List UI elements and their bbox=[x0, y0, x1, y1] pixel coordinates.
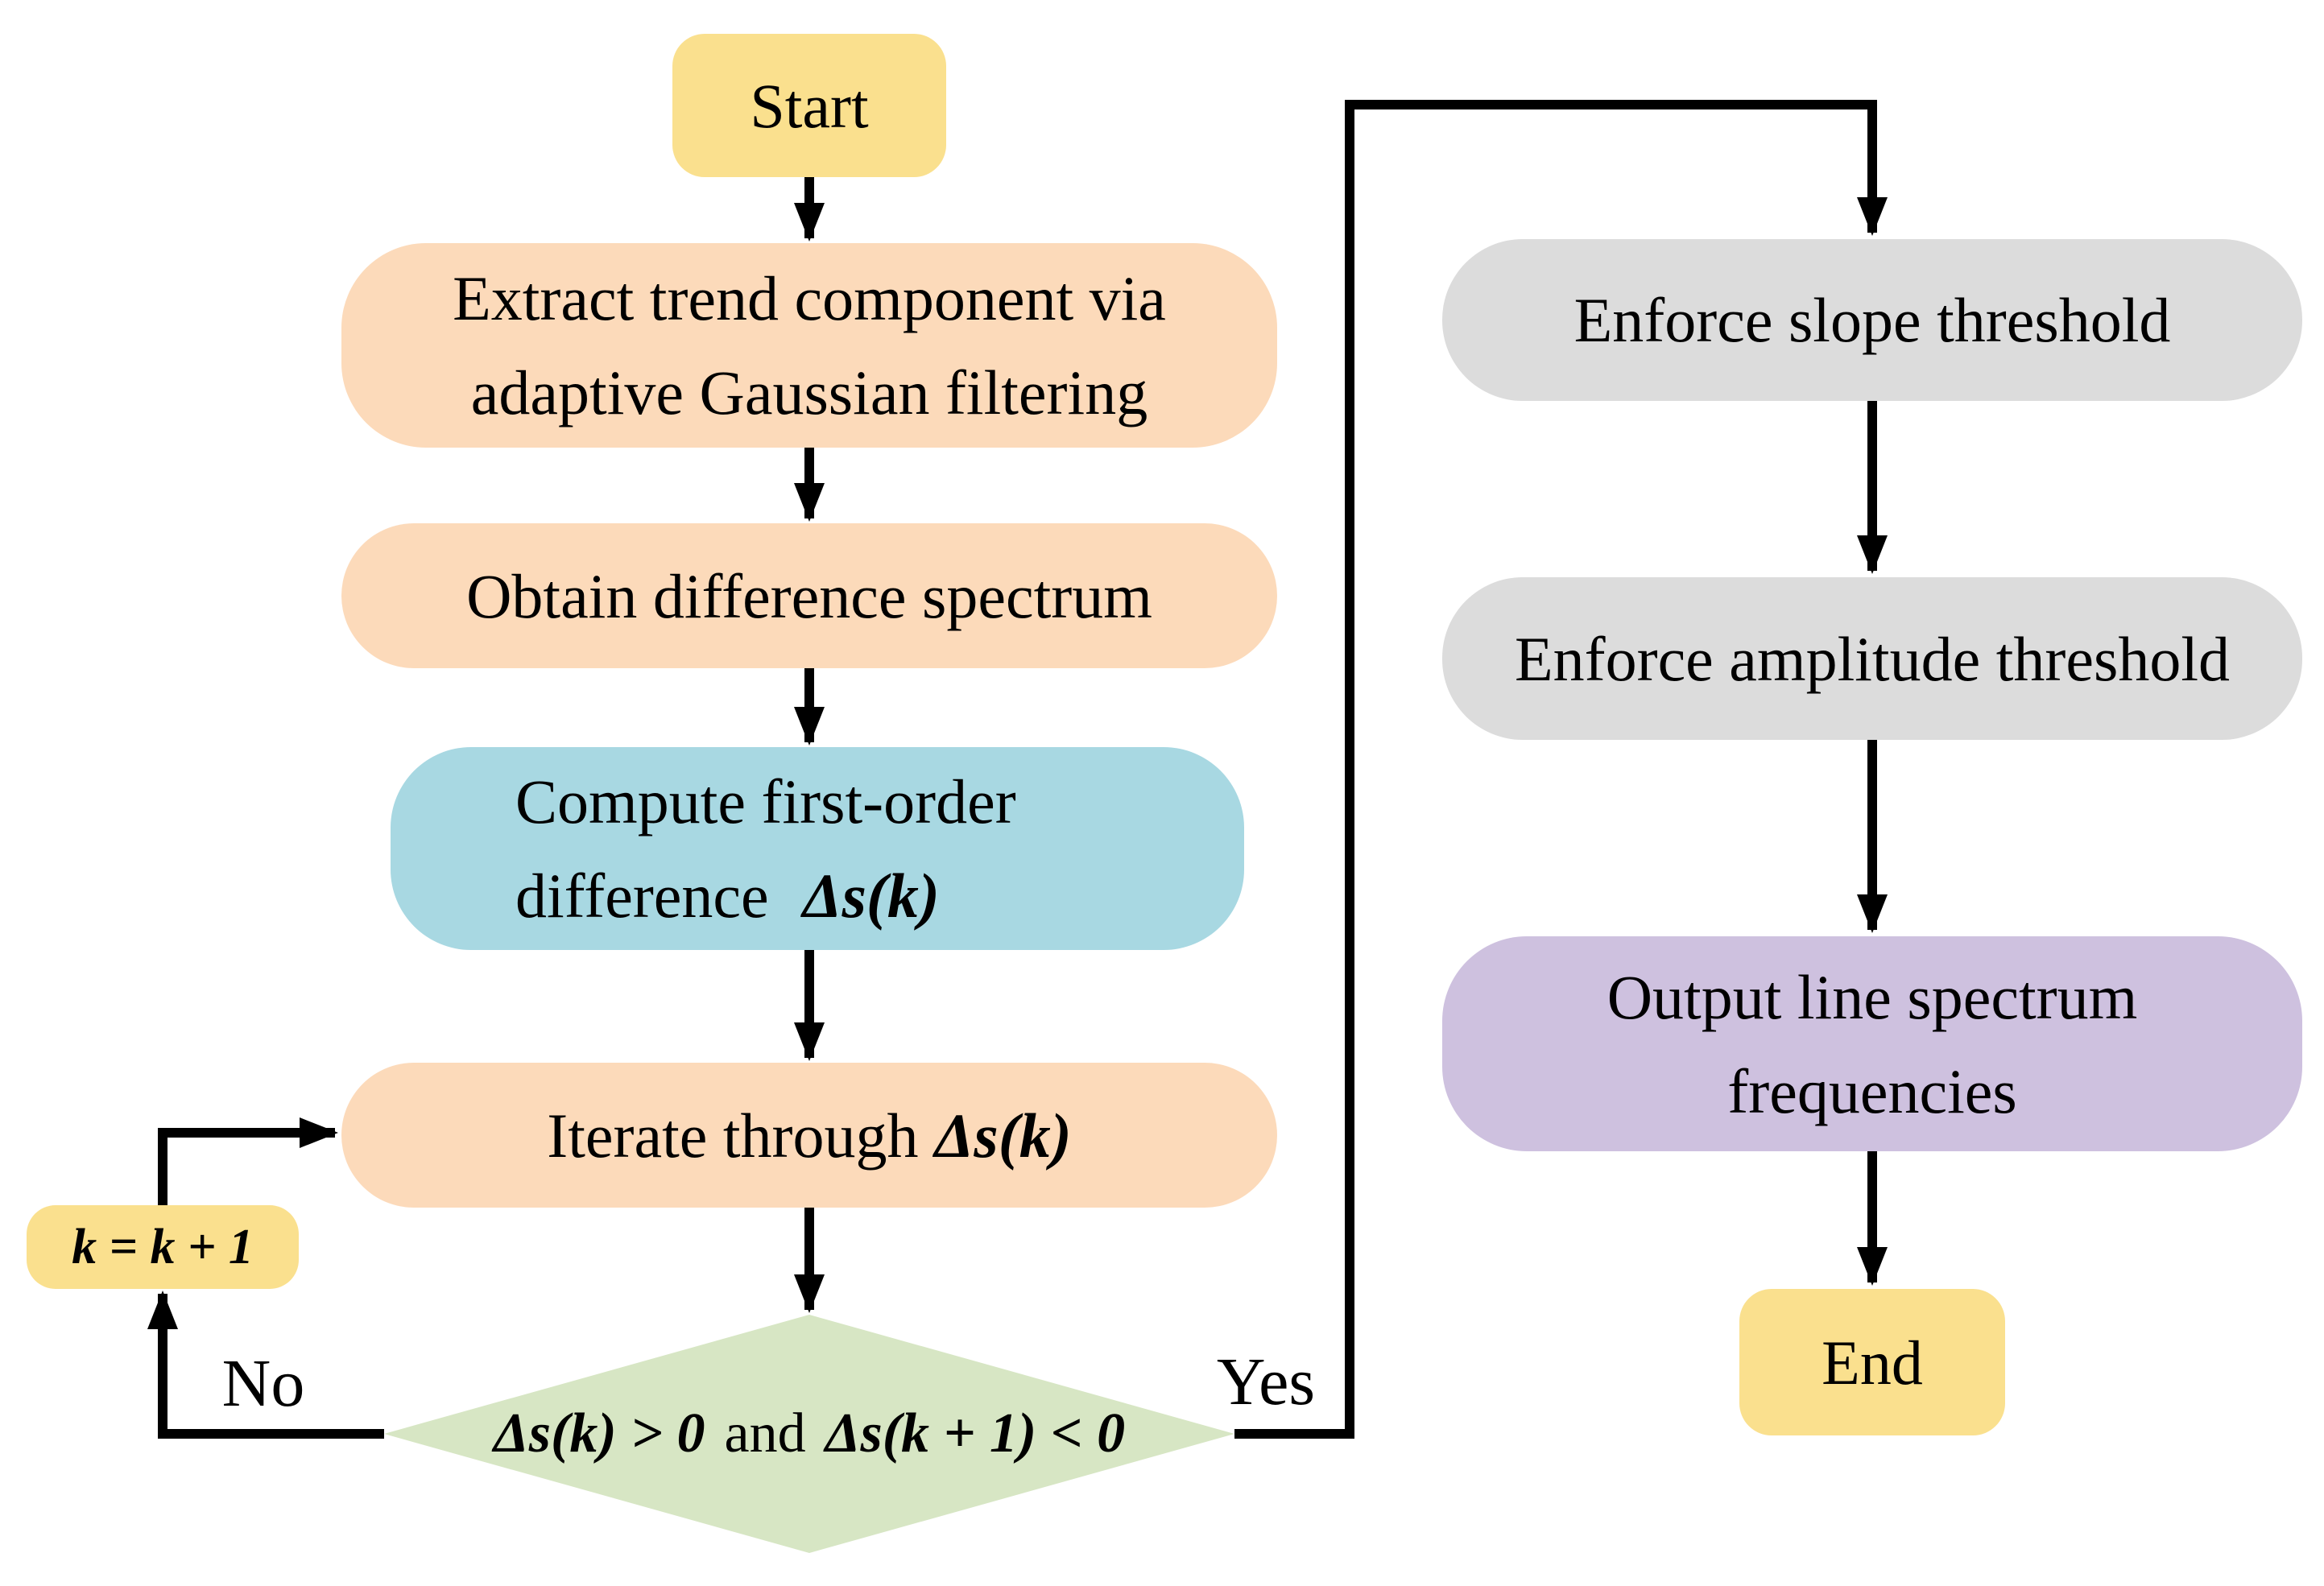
iterate-label: Iterate through Δs(k) bbox=[547, 1088, 1072, 1183]
decision-diamond bbox=[384, 1315, 1234, 1553]
compute-line2: difference Δs(k) bbox=[515, 849, 940, 943]
node-obtain: Obtain difference spectrum bbox=[341, 523, 1277, 668]
node-slope: Enforce slope threshold bbox=[1442, 239, 2302, 401]
decision-math2: Δs(k + 1) < 0 bbox=[825, 1402, 1126, 1464]
node-compute: Compute first-order difference Δs(k) bbox=[391, 747, 1244, 950]
decision-math1: Δs(k) > 0 bbox=[493, 1402, 705, 1464]
decision-and: and bbox=[724, 1402, 806, 1464]
compute-line2-text: difference bbox=[515, 861, 769, 931]
decision-label: Δs(k) > 0 and Δs(k + 1) < 0 bbox=[447, 1377, 1172, 1490]
output-line2: frequencies bbox=[1727, 1055, 2017, 1126]
edge-label-no: No bbox=[221, 1345, 305, 1421]
output-line1: Output line spectrum bbox=[1607, 961, 2138, 1032]
node-extract: Extract trend component via adaptive Gau… bbox=[341, 243, 1277, 448]
node-amplitude: Enforce amplitude threshold bbox=[1442, 577, 2302, 740]
node-kupdate: k = k + 1 bbox=[27, 1205, 299, 1289]
iterate-math: Δs(k) bbox=[934, 1100, 1072, 1171]
edge-decision-no-to-kupdate bbox=[147, 1291, 384, 1439]
node-iterate: Iterate through Δs(k) bbox=[341, 1063, 1277, 1208]
end-label: End bbox=[1822, 1327, 1923, 1398]
iterate-text: Iterate through bbox=[547, 1100, 919, 1171]
node-output: Output line spectrum frequencies bbox=[1442, 936, 2302, 1151]
edge-label-yes: Yes bbox=[1216, 1344, 1316, 1419]
compute-line1: Compute first-order bbox=[515, 766, 1016, 836]
node-end: End bbox=[1739, 1289, 2005, 1435]
slope-label: Enforce slope threshold bbox=[1573, 285, 2171, 355]
start-label: Start bbox=[750, 70, 869, 141]
edge-kupdate-to-iterate bbox=[158, 1117, 338, 1205]
compute-line2-math: Δs(k) bbox=[802, 861, 940, 931]
extract-line1: Extract trend component via bbox=[453, 263, 1166, 333]
kupdate-math: k = k + 1 bbox=[72, 1219, 254, 1274]
edge-decision-yes-to-slope bbox=[1234, 100, 1888, 1439]
obtain-label: Obtain difference spectrum bbox=[466, 560, 1152, 631]
extract-line2: adaptive Gaussian filtering bbox=[470, 357, 1148, 427]
node-start: Start bbox=[672, 34, 946, 177]
amplitude-label: Enforce amplitude threshold bbox=[1514, 623, 2231, 694]
